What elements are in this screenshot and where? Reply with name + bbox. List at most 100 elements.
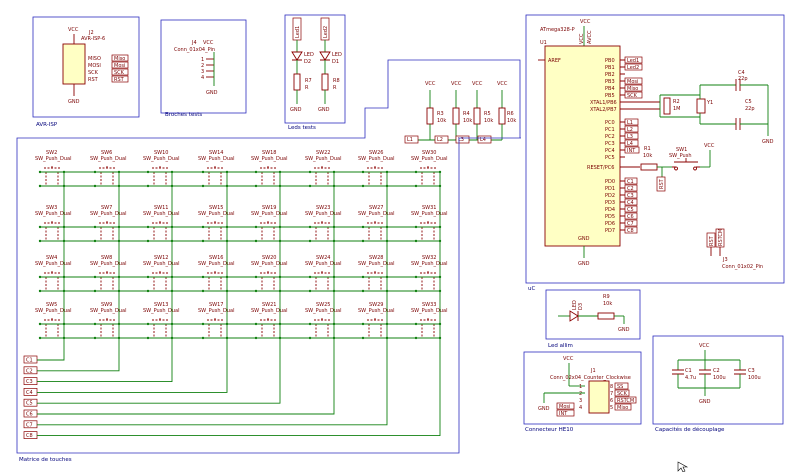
j1-pin-6: 6 [610,398,613,404]
pin-pd3: PD3 [605,200,615,206]
r4-ref: R4 [463,111,470,117]
j1-body [588,380,610,414]
isp-label-miso: Miso [114,56,125,62]
reset-switch-symbol [672,158,700,171]
pin-pc4: PC4 [605,148,615,154]
switch-symbol [148,220,172,242]
switch-ref: SW10 [154,150,168,156]
pullup-label-l1: L1 [407,137,413,143]
switch-symbol [310,270,334,292]
led-d3-symbol [569,310,579,322]
led-d2-symbol [291,51,303,61]
switch-ref: SW14 [209,150,223,156]
switch-symbol [363,317,387,339]
mcu-pin-vcc: VCC [579,33,585,44]
block-label-decoupling: Capacités de découplage [655,426,725,433]
c3-value: 100u [748,375,761,381]
resistor-r4 [452,107,460,125]
mcu-pin-avcc: AVCC [587,30,593,44]
j1-label-sck: SCK [617,391,628,397]
switch-value: SW_Push_Dual [198,156,234,162]
switch-symbol [310,165,334,187]
isp-vcc: VCC [68,27,79,33]
led-d2-ref: D2 [304,59,311,65]
matrix-wires [40,171,441,339]
switch-value: SW_Push_Dual [251,211,287,217]
switch-value: SW_Push_Dual [90,211,126,217]
pin-pc5: PC5 [605,155,615,161]
switch-symbol [40,165,64,187]
switch-value: SW_Push_Dual [90,156,126,162]
sw1-value: SW_Push [669,153,692,159]
leds-tests-block: Leds tests Led1 Led2 LED D2 LED D1 R7 R … [284,14,346,131]
broches-tests-block: Broches tests J4 VCC Conn_01x04_Pin 1 2 … [160,19,247,118]
mcu-vcc: VCC [580,19,591,25]
switch-symbol [95,270,119,292]
mcu-pb-pins: PB0 PB1 PB2 PB3 PB4 PB5 XTAL1/PB6 XTAL2/… [590,58,617,113]
switch-symbol [40,270,64,292]
mcu-label-miso: Miso [627,86,638,92]
d3-ref: D3 [578,303,584,310]
switch-ref: SW27 [369,205,383,211]
column-label-box [23,420,38,429]
column-label: C8 [26,433,33,439]
resistor-r6 [498,107,506,125]
r7-ref: R7 [305,78,312,84]
switch-value: SW_Push_Dual [411,156,447,162]
crystal-gnd: GND [762,139,774,145]
resistor-r2 [663,97,671,115]
led-d1-type: LED [332,52,342,58]
switch-symbol [203,317,227,339]
column-label-box [23,398,38,407]
resistor-r9 [597,312,615,320]
j3-label-rst: RST [709,235,715,246]
switch-ref: SW31 [422,205,436,211]
switch-value: SW_Push_Dual [198,211,234,217]
column-label-box [23,431,38,439]
switch-ref: SW6 [101,150,112,156]
pullup-resistors: VCC VCC VCC VCC R3 10k R4 10k R5 10k R6 … [404,81,516,144]
mcu-label-c1: C1 [627,179,634,185]
switch-value: SW_Push_Dual [411,211,447,217]
j1-label-int: INT [559,411,568,417]
r6-value: 10k [507,118,516,124]
decoupling-block: Capacités de découplage VCC C1 4.7u C2 1… [652,335,784,433]
mcu-label-c4: C4 [627,200,634,206]
switch-value: SW_Push_Dual [90,261,126,267]
switch-ref: SW21 [262,302,276,308]
pullup-label-l4: L4 [480,137,486,143]
c1-ref: C1 [685,368,692,374]
mcu-body [544,45,621,247]
mcu-label-l3: L3 [627,134,633,140]
mcu-pb-labels: Led1 Led2 Mosi Miso SCK [624,56,643,99]
switch-ref: SW8 [101,255,112,261]
switch-value: SW_Push_Dual [198,261,234,267]
reset-label-rst: RST [659,178,665,189]
resistor-r1 [640,163,658,171]
mcu-pin-gnd: GND [578,236,590,242]
switch-symbol [148,165,172,187]
j3-connector: RST RSTCM J3 Conn_01x02_Pin [706,228,763,270]
switch-ref: SW24 [316,255,330,261]
c3-ref: C3 [748,368,755,374]
c2-value: 100u [713,375,726,381]
switch-symbol [256,165,280,187]
mcu-label-c5: C5 [627,207,634,213]
mcu-ref: U1 [540,40,547,46]
switch-symbol [203,270,227,292]
j3-ref: J3 [722,257,728,263]
switch-value: SW_Push_Dual [143,261,179,267]
j1-gnd: GND [538,406,550,412]
pullup-label-l2: L2 [437,137,443,143]
switch-symbol [203,220,227,242]
column-label: C1 [26,358,33,364]
r9-value: 10k [603,301,612,307]
